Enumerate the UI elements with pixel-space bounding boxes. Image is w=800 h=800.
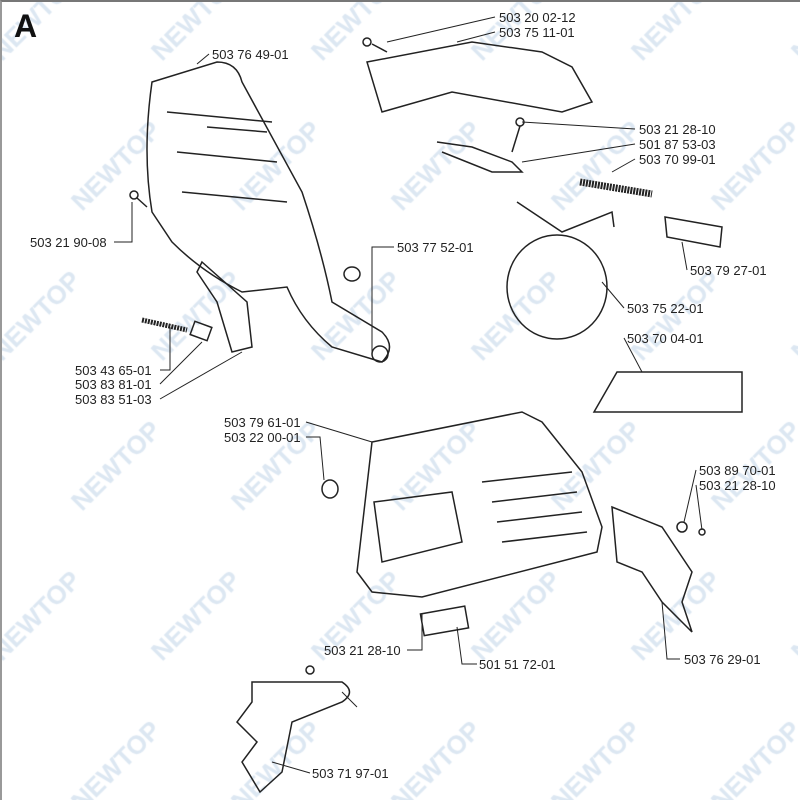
part-number: 503 70 99-01 xyxy=(639,152,716,167)
top-cover xyxy=(366,41,594,113)
clutch-cover xyxy=(356,411,603,598)
bumper-spike-right xyxy=(611,505,693,633)
brake-lever xyxy=(196,260,253,353)
section-letter: A xyxy=(14,8,38,44)
part-number: 503 79 61-01 xyxy=(224,415,301,430)
spring-left xyxy=(141,317,188,333)
part-number: 503 83 81-01 xyxy=(75,377,152,392)
part-number: 503 75 11-01 xyxy=(499,25,575,40)
part-number: 503 22 00-01 xyxy=(224,430,301,445)
cover-block xyxy=(419,605,470,637)
part-number: 503 21 28-10 xyxy=(639,122,716,137)
part-number: 503 83 51-03 xyxy=(75,392,152,407)
front-hand-guard xyxy=(146,61,391,363)
spring-block xyxy=(189,320,213,342)
part-number: 503 76 49-01 xyxy=(212,47,289,62)
brake-spring-parts xyxy=(436,141,524,173)
part-number: 503 75 22-01 xyxy=(627,301,704,316)
part-number: 503 43 65-01 xyxy=(75,363,152,378)
part-number: 503 89 70-01 xyxy=(699,463,776,478)
brake-band xyxy=(506,234,608,340)
plate-right xyxy=(664,216,723,248)
leader-lines xyxy=(114,16,703,774)
part-number: 501 51 72-01 xyxy=(479,657,556,672)
part-number: 503 21 28-10 xyxy=(324,643,401,658)
part-number: 503 21 90-08 xyxy=(30,235,107,250)
part-number: 503 76 29-01 xyxy=(684,652,761,667)
part-number: 503 21 28-10 xyxy=(699,478,776,493)
part-number: 501 87 53-03 xyxy=(639,137,716,152)
part-number: 503 70 04-01 xyxy=(627,331,704,346)
decal xyxy=(592,371,743,413)
part-number: 503 79 27-01 xyxy=(690,263,767,278)
part-number: 503 20 02-12 xyxy=(499,10,576,25)
part-number: 503 71 97-01 xyxy=(312,766,389,781)
screw xyxy=(129,190,139,200)
part-number: 503 77 52-01 xyxy=(397,240,474,255)
bushing xyxy=(343,266,361,282)
bumper-spike-lower xyxy=(236,681,351,794)
